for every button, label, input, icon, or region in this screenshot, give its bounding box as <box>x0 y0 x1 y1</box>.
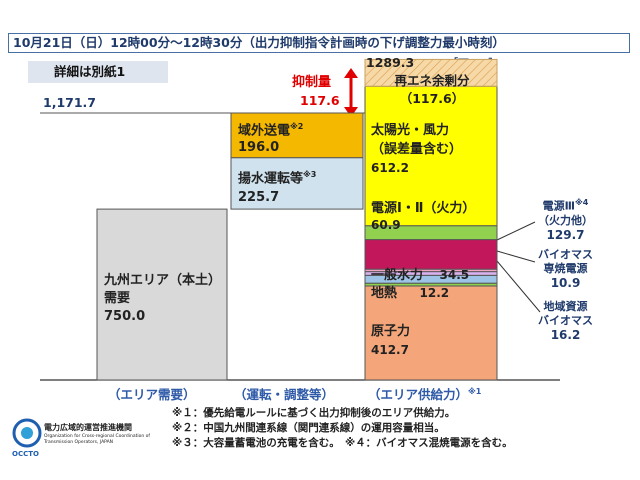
label-export: 域外送電※2 196.0 <box>238 118 303 156</box>
side-biomass-line2: 専焼電源 <box>543 262 588 275</box>
detail-label: 詳細は別紙1 <box>28 61 168 83</box>
hydro-value: 34.5 <box>439 268 470 282</box>
category-supply-sup: ※1 <box>468 386 482 396</box>
label-hydro: 一般水力 34.5 <box>371 267 469 284</box>
surplus-name: 再エネ余剰分 <box>394 73 470 88</box>
export-sup: ※2 <box>290 122 304 131</box>
side-thermal3-sup: ※4 <box>575 198 589 207</box>
pumped-sup: ※3 <box>303 170 317 179</box>
pumped-name: 揚水運転等 <box>238 171 304 187</box>
pumped-value: 225.7 <box>238 190 280 206</box>
bar-nuclear <box>364 285 498 381</box>
side-thermal3-value: 129.7 <box>546 227 585 242</box>
total-supply-label: 1289.3 <box>366 55 415 70</box>
logo-english-2: Transmission Operators, JAPAN <box>44 440 114 445</box>
curtail-label: 抑制量 <box>292 75 332 90</box>
label-nuclear: 原子力 412.7 <box>371 322 410 360</box>
curtail-value: 117.6 <box>300 93 340 108</box>
solar-value: 612.2 <box>371 161 409 175</box>
logo-english-1: Organization for Cross-regional Coordina… <box>44 434 150 439</box>
geothermal-value: 12.2 <box>419 286 450 300</box>
side-label-biomass: バイオマス 専焼電源 10.9 <box>538 248 593 291</box>
category-demand: （エリア需要） <box>108 387 196 402</box>
note-3: ※３：大容量蓄電池の充電を含む。 ※４：バイオマス混焼電源を含む。 <box>172 437 513 449</box>
thermal12-name: 電源Ⅰ・Ⅱ（火力） <box>371 201 476 216</box>
side-biomass-value: 10.9 <box>550 276 581 290</box>
label-surplus: 再エネ余剰分 （117.6） <box>377 72 487 108</box>
side-label-regional-biomass: 地域資源 バイオマス 16.2 <box>538 300 593 343</box>
surplus-value: （117.6） <box>399 91 465 106</box>
side-regional-line1: 地域資源 <box>543 300 588 313</box>
chart-title: 10月21日（日）12時00分～12時30分（出力抑制指令計画時の下げ調整力最小… <box>8 33 630 53</box>
demand-name: 九州エリア（本土） <box>104 273 222 288</box>
demand-value: 750.0 <box>104 309 146 324</box>
side-biomass-line1: バイオマス <box>538 248 593 261</box>
leader-lines <box>496 221 541 313</box>
label-pumped: 揚水運転等※3 225.7 <box>238 165 316 207</box>
bar-pumped-storage <box>230 157 364 210</box>
bar-solar-wind <box>364 85 498 227</box>
category-supply-text: （エリア供給力） <box>368 387 469 402</box>
label-demand: 九州エリア（本土） 需要 750.0 <box>104 272 221 326</box>
side-regional-value: 16.2 <box>550 328 581 342</box>
side-regional-line2: バイオマス <box>538 314 593 327</box>
side-thermal3-line2: （火力他） <box>538 213 593 227</box>
export-name: 域外送電 <box>238 123 291 139</box>
side-thermal3-line1: 電源Ⅲ <box>542 199 576 213</box>
nuclear-value: 412.7 <box>371 343 409 357</box>
bar-thermal-3 <box>364 239 498 270</box>
note-2: ※２：中国九州間連系線（関門連系線）の運用容量相当。 <box>172 422 445 434</box>
bar-surplus <box>364 58 498 87</box>
thermal12-value: 60.9 <box>371 218 401 232</box>
solar-name: 太陽光・風力 <box>371 123 450 138</box>
bar-interregional-export <box>230 112 364 159</box>
label-solar: 太陽光・風力 （誤差量含む） 612.2 <box>371 121 462 178</box>
bars-group <box>96 58 498 381</box>
note-1: ※１：優先給電ルールに基づく出力抑制後のエリア供給力。 <box>172 407 456 419</box>
geothermal-name: 地熱 <box>371 286 398 301</box>
logo-abbr: OCCTO <box>12 450 39 458</box>
occto-emblem-icon <box>12 418 42 448</box>
hydro-name: 一般水力 <box>371 268 424 283</box>
occto-logo: 電力広域的運営推進機関 Organization for Cross-regio… <box>12 416 162 464</box>
label-thermal12: 電源Ⅰ・Ⅱ（火力） 60.9 <box>371 200 475 234</box>
logo-name: 電力広域的運営推進機関 <box>44 423 132 432</box>
demand-plus-adjust-label: 1,171.7 <box>43 95 96 110</box>
solar-name2: （誤差量含む） <box>371 142 463 157</box>
bar-demand <box>96 208 228 381</box>
category-adjust: （運転・調整等） <box>234 387 335 402</box>
category-supply: （エリア供給力）※1 <box>368 384 481 403</box>
label-geothermal: 地熱 12.2 <box>371 285 449 302</box>
export-value: 196.0 <box>238 140 280 156</box>
nuclear-name: 原子力 <box>371 324 411 339</box>
side-label-thermal3: 電源Ⅲ※4 （火力他） 129.7 <box>538 196 593 243</box>
demand-name2: 需要 <box>104 291 131 306</box>
curtail-arrow <box>344 68 358 117</box>
